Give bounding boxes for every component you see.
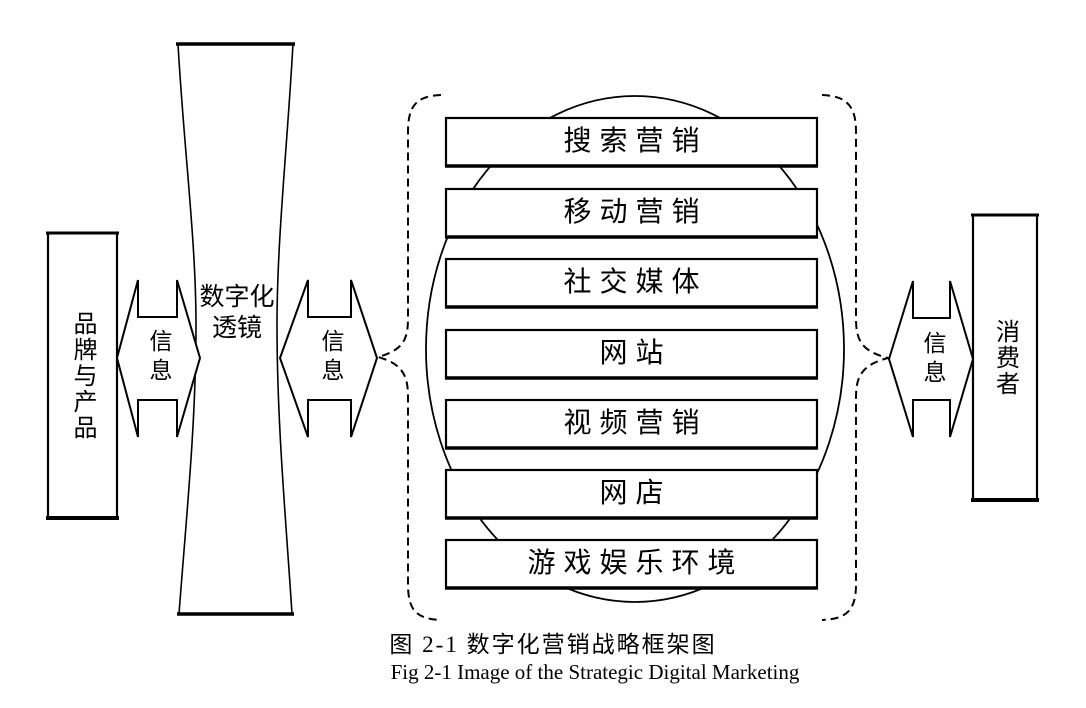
channel-bar [444, 116, 819, 168]
brand-product-box [46, 231, 119, 520]
channel-label: 网店 [599, 478, 672, 509]
channel-bar [444, 398, 819, 450]
channel-label: 搜索营销 [563, 126, 708, 157]
channel-bars [444, 116, 819, 590]
info-arrow-label: 信息 [146, 329, 171, 387]
info-arrow-middle-label-box: 信息 [308, 312, 352, 404]
brand-product-label-box: 品牌与产品 [48, 233, 117, 518]
channel-label: 移动营销 [563, 197, 708, 228]
info-arrow-right [887, 280, 975, 438]
channel-bar [444, 257, 819, 309]
info-arrow-left-label-box: 信息 [136, 312, 180, 404]
right-brace [821, 94, 892, 621]
info-arrow-label: 信息 [318, 329, 343, 387]
figure-caption-zh: 图 2-1 数字化营销战略框架图 [389, 632, 717, 657]
consumer-label-box: 消费者 [973, 215, 1037, 500]
channel-label: 网站 [599, 338, 672, 369]
info-arrow-left [115, 279, 202, 438]
left-brace [374, 94, 442, 621]
brand-product-label: 品牌与产品 [69, 310, 95, 441]
channel-label: 视频营销 [563, 408, 708, 439]
channel-bar [444, 187, 819, 239]
channel-bar [444, 328, 819, 380]
channel-bar [444, 468, 819, 520]
consumer-label: 消费者 [991, 318, 1018, 397]
info-arrow-label: 信息 [920, 331, 945, 389]
info-arrow-middle [278, 279, 379, 438]
channel-label: 社交媒体 [563, 267, 708, 298]
figure-caption-en: Fig 2-1 Image of the Strategic Digital M… [390, 660, 800, 684]
channel-bar [444, 538, 819, 590]
channels-ellipse [425, 95, 845, 603]
info-arrow-right-label-box: 信息 [910, 314, 954, 406]
channel-label: 游戏娱乐环境 [527, 548, 744, 579]
consumer-box [971, 213, 1039, 502]
digital-lens-label: 数字化 透镜 [199, 284, 275, 342]
